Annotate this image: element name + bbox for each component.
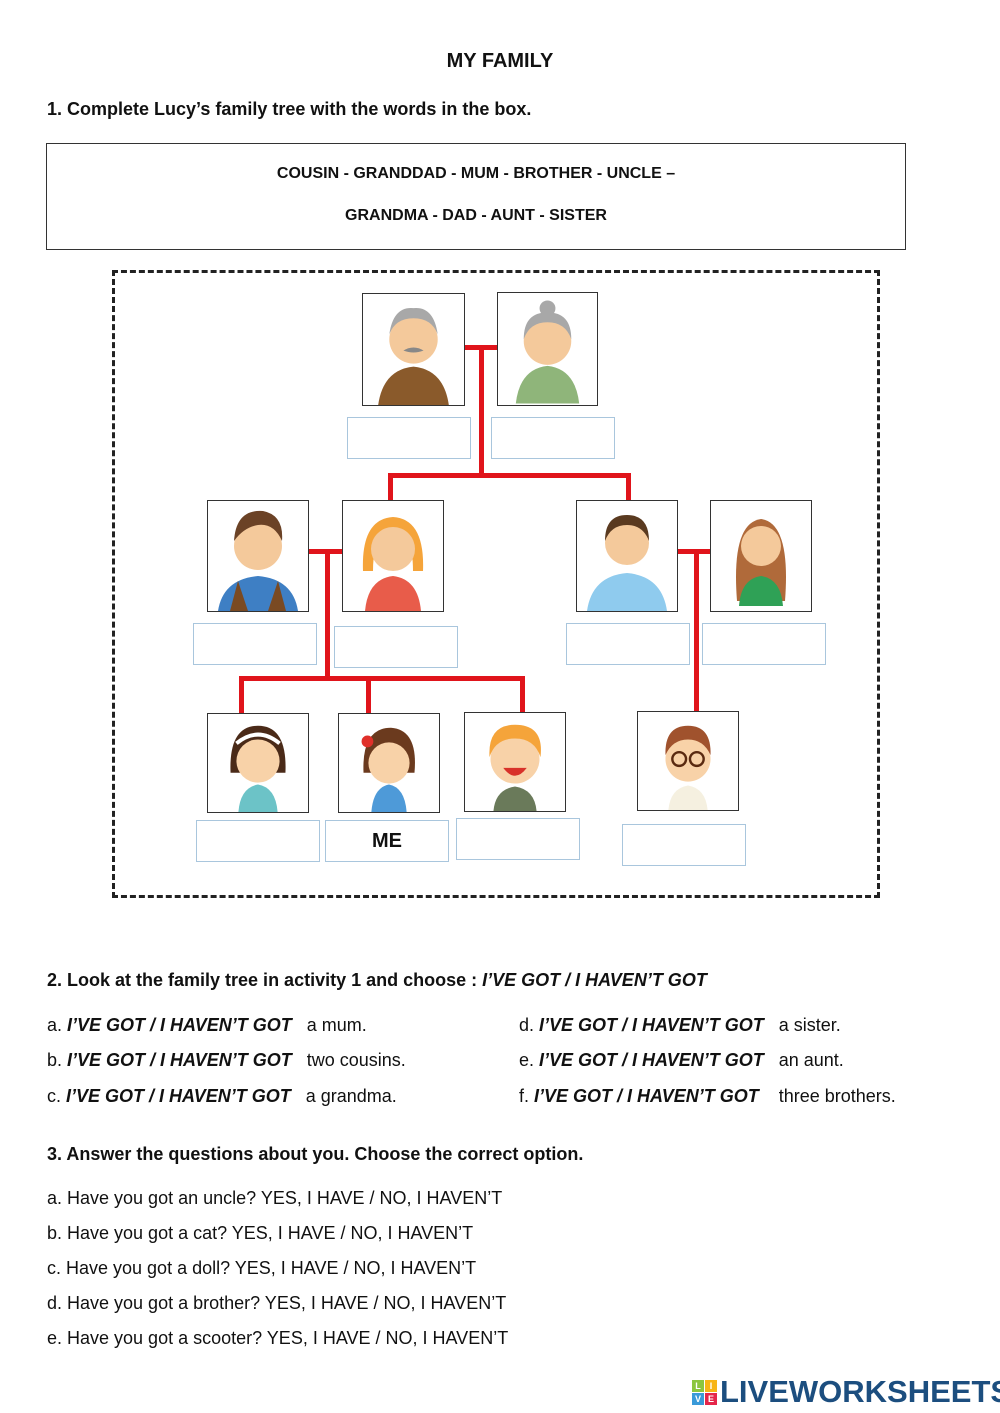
aunt-picture (710, 500, 812, 612)
tree-line (388, 473, 393, 501)
item-letter: a. (47, 1015, 68, 1035)
item-letter: f. (519, 1086, 535, 1106)
cousin-picture (637, 711, 739, 811)
exercise-1-heading: 1. Complete Lucy’s family tree with the … (47, 99, 532, 119)
answer-box-dad[interactable] (193, 623, 317, 665)
tree-line (479, 345, 484, 477)
answer-box-sister[interactable] (196, 820, 320, 862)
tree-line (325, 549, 330, 680)
heading-options: I’VE GOT / I HAVEN’T GOT (482, 970, 707, 990)
grandma-picture (497, 292, 598, 406)
item-text: three brothers. (778, 1086, 896, 1106)
choice-options[interactable]: I’VE GOT / I HAVEN’T GOT (67, 1015, 292, 1035)
answer-box-grandma[interactable] (491, 417, 615, 459)
choice-options[interactable]: I’VE GOT / I HAVEN’T GOT (66, 1086, 291, 1106)
answer-box-brother[interactable] (456, 818, 580, 860)
logo-tile: I (705, 1379, 717, 1392)
logo-tile: V (692, 1392, 704, 1405)
item-letter: e. (519, 1050, 540, 1070)
dad-picture (207, 500, 309, 612)
word-box-line-1: COUSIN - GRANDDAD - MUM - BROTHER - UNCL… (276, 165, 676, 182)
ex2-item-d: d. I’VE GOT / I HAVEN’T GOT a sister. (519, 1015, 841, 1036)
item-text: two cousins. (306, 1050, 406, 1070)
mum-picture (342, 500, 444, 612)
exercise-3-heading: 3. Answer the questions about you. Choos… (47, 1144, 584, 1164)
tree-line (388, 473, 631, 478)
exercise-2-heading: 2. Look at the family tree in activity 1… (47, 970, 707, 991)
choice-options[interactable]: I’VE GOT / I HAVEN’T GOT (67, 1050, 292, 1070)
sister-picture (207, 713, 309, 813)
ex2-item-a: a. I’VE GOT / I HAVEN’T GOT a mum. (47, 1015, 367, 1036)
answer-box-granddad[interactable] (347, 417, 471, 459)
liveworksheets-logo: L I V E LIVEWORKSHEETS (692, 1374, 1000, 1410)
logo-text: LIVEWORKSHEETS (720, 1374, 1000, 1409)
logo-tiles-icon: L I V E (692, 1379, 717, 1405)
heading-text: 2. Look at the family tree in activity 1… (47, 970, 483, 990)
page-title: MY FAMILY (446, 50, 554, 72)
ex2-item-c: c. I’VE GOT / I HAVEN’T GOT a grandma. (47, 1086, 397, 1107)
tree-line (366, 676, 371, 713)
answer-box-mum[interactable] (334, 626, 458, 668)
choice-options[interactable]: I’VE GOT / I HAVEN’T GOT (534, 1086, 759, 1106)
item-text: an aunt. (778, 1050, 844, 1070)
me-picture (338, 713, 440, 813)
tree-line (626, 473, 631, 501)
ex3-item-a[interactable]: a. Have you got an uncle? YES, I HAVE / … (47, 1188, 503, 1208)
logo-tile: E (705, 1392, 717, 1405)
tree-line (520, 676, 525, 713)
granddad-picture (362, 293, 465, 406)
item-letter: b. (47, 1050, 68, 1070)
tree-line (239, 676, 244, 713)
logo-tile: L (692, 1379, 704, 1392)
word-box-line-2: GRANDMA - DAD - AUNT - SISTER (345, 207, 607, 224)
item-text: a sister. (778, 1015, 841, 1035)
family-tree-frame (112, 270, 880, 898)
ex3-item-e[interactable]: e. Have you got a scooter? YES, I HAVE /… (47, 1328, 509, 1348)
ex3-item-c[interactable]: c. Have you got a doll? YES, I HAVE / NO… (47, 1258, 477, 1278)
ex3-item-d[interactable]: d. Have you got a brother? YES, I HAVE /… (47, 1293, 507, 1313)
answer-box-uncle[interactable] (566, 623, 690, 665)
uncle-picture (576, 500, 678, 612)
item-letter: d. (519, 1015, 540, 1035)
word-box: COUSIN - GRANDDAD - MUM - BROTHER - UNCL… (46, 143, 906, 250)
brother-picture (464, 712, 566, 812)
answer-box-aunt[interactable] (702, 623, 826, 665)
item-text: a grandma. (305, 1086, 397, 1106)
item-letter: c. (47, 1086, 67, 1106)
ex2-item-b: b. I’VE GOT / I HAVEN’T GOT two cousins. (47, 1050, 406, 1071)
answer-box-cousin[interactable] (622, 824, 746, 866)
ex2-item-e: e. I’VE GOT / I HAVEN’T GOT an aunt. (519, 1050, 844, 1071)
me-label-box: ME (325, 820, 449, 862)
ex3-item-b[interactable]: b. Have you got a cat? YES, I HAVE / NO,… (47, 1223, 474, 1243)
item-text: a mum. (306, 1015, 367, 1035)
choice-options[interactable]: I’VE GOT / I HAVEN’T GOT (539, 1015, 764, 1035)
tree-line (694, 549, 699, 711)
tree-line (239, 676, 525, 681)
ex2-item-f: f. I’VE GOT / I HAVEN’T GOT three brothe… (519, 1086, 896, 1107)
choice-options[interactable]: I’VE GOT / I HAVEN’T GOT (539, 1050, 764, 1070)
